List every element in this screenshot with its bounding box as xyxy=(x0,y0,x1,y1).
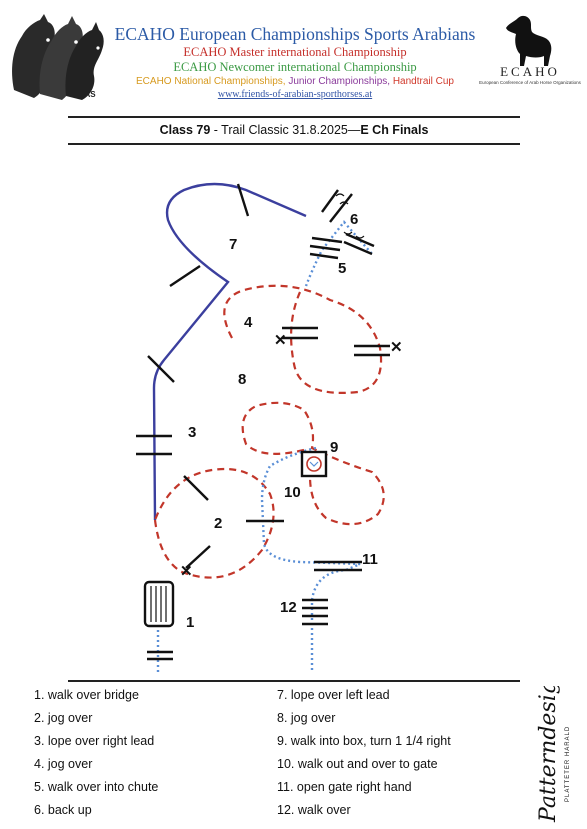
header-website-link[interactable]: www.friends-of-arabian-sporthorses.at xyxy=(217,89,373,100)
header-title-newcomer: ECAHO Newcomer international Championshi… xyxy=(173,60,417,74)
obstacle-walk-poles-12 xyxy=(302,598,328,626)
x-marker-4b: ✕ xyxy=(390,339,403,356)
obstacle-poles-start xyxy=(147,650,173,661)
legend-item: 11. open gate right hand xyxy=(277,780,412,794)
class-finals: E Ch Finals xyxy=(360,123,429,137)
ecaho-logo-subtitle: European Conference of Arab Horse Organi… xyxy=(479,80,581,85)
legend-divider xyxy=(68,680,520,682)
obstacle-label-12: 12 xyxy=(280,599,297,616)
obstacle-label-1: 1 xyxy=(186,614,194,631)
class-description: - Trail Classic 31.8.2025— xyxy=(210,123,361,137)
fas-horse-logo xyxy=(12,14,104,100)
header-title-master: ECAHO Master international Championship xyxy=(183,45,407,59)
obstacle-chute xyxy=(309,189,375,260)
obstacle-label-2: 2 xyxy=(214,515,222,532)
chute-backup-marks xyxy=(335,193,365,239)
legend-item: 6. back up xyxy=(34,803,92,817)
obstacle-label-3: 3 xyxy=(188,424,196,441)
obstacle-box xyxy=(300,450,328,478)
legend-item: 4. jog over xyxy=(34,757,93,771)
jog-path-box xyxy=(241,401,385,526)
obstacle-label-10: 10 xyxy=(284,484,301,501)
ecaho-logo-word: ECAHO xyxy=(500,64,560,79)
obstacle-label-7: 7 xyxy=(229,236,237,253)
obstacle-label-4: 4 xyxy=(244,314,253,331)
fas-logo-text: FAS xyxy=(80,90,96,99)
obstacle-gate xyxy=(314,560,362,572)
obstacle-label-8: 8 xyxy=(238,371,246,388)
pattern-design-signature: Patterndesign PLATTETER HARALD xyxy=(536,686,571,823)
legend-item: 8. jog over xyxy=(277,711,336,725)
header-title-national: ECAHO National Championships, Junior Cha… xyxy=(112,76,478,87)
class-number: Class 79 xyxy=(159,123,211,137)
signature-sub: PLATTETER HARALD xyxy=(565,726,571,802)
header-handtrail-part: Handtrail Cup xyxy=(392,76,454,87)
x-marker-4a: ✕ xyxy=(274,332,287,349)
ecaho-horse-logo xyxy=(506,15,552,66)
header-national-part: ECAHO National Championships, xyxy=(136,76,289,87)
legend-item: 12. walk over xyxy=(277,803,351,817)
title-divider xyxy=(68,143,520,145)
class-title: Class 79 - Trail Classic 31.8.2025—E Ch … xyxy=(68,123,520,137)
trail-course-map: ✕ ✕ ✕ xyxy=(136,182,403,672)
legend-item: 10. walk out and over to gate xyxy=(277,757,438,771)
obstacle-legend: 1. walk over bridge 2. jog over 3. lope … xyxy=(34,688,504,828)
legend-item: 5. walk over into chute xyxy=(34,780,159,794)
obstacle-lope-poles-3 xyxy=(136,355,175,456)
legend-item: 1. walk over bridge xyxy=(34,688,139,702)
obstacle-label-11: 11 xyxy=(362,551,378,568)
obstacle-label-6: 6 xyxy=(350,211,358,228)
obstacle-jog-poles-4 xyxy=(282,326,390,357)
jog-path-upper xyxy=(223,284,383,394)
obstacle-bridge xyxy=(143,580,175,628)
obstacle-lope-poles-7 xyxy=(169,183,250,287)
x-marker-2: ✕ xyxy=(180,563,193,580)
legend-item: 7. lope over left lead xyxy=(277,688,390,702)
signature-main: Patterndesign xyxy=(536,686,561,823)
legend-item: 2. jog over xyxy=(34,711,93,725)
legend-item: 3. lope over right lead xyxy=(34,734,155,748)
header-title-european: ECAHO European Championships Sports Arab… xyxy=(114,24,476,44)
obstacle-jog-poles-2 xyxy=(183,475,284,569)
legend-item: 9. walk into box, turn 1 1/4 right xyxy=(277,734,451,748)
obstacle-label-9: 9 xyxy=(330,439,338,456)
jog-path-lower xyxy=(153,468,275,579)
header-junior-part: Junior Championships, xyxy=(288,76,393,87)
top-divider xyxy=(68,116,520,118)
obstacle-label-5: 5 xyxy=(338,260,346,277)
